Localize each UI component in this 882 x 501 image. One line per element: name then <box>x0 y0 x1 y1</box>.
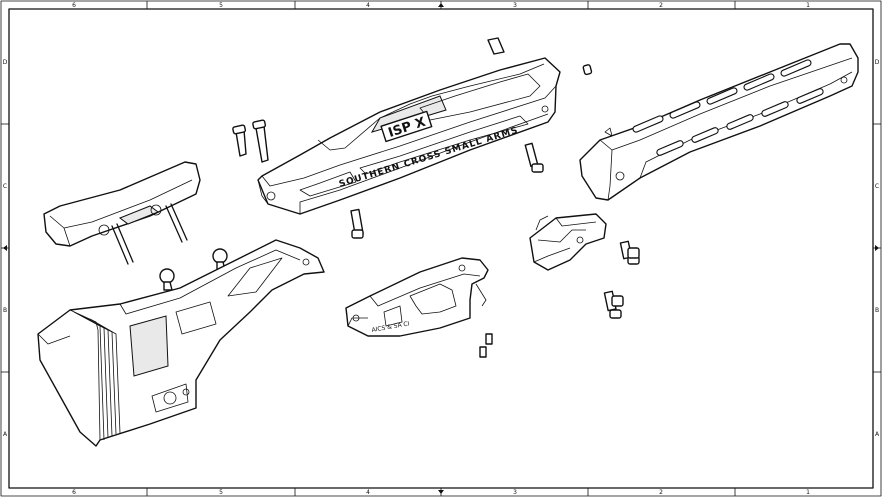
zone-label-bottom-6: 6 <box>72 489 76 496</box>
forend-rail-part <box>579 43 859 201</box>
zone-label-left-D: D <box>3 59 8 66</box>
zone-label-top-3: 3 <box>513 2 517 9</box>
small-pin-part <box>582 64 593 76</box>
zone-label-right-B: B <box>875 307 879 314</box>
zone-label-top-2: 2 <box>659 2 663 9</box>
zone-label-top-1: 1 <box>806 2 810 9</box>
zone-label-top-4: 4 <box>366 2 370 9</box>
trigger-guard-part: AICS & SA CI <box>345 257 489 337</box>
screw-center <box>350 208 364 239</box>
small-screws-bottom <box>479 333 493 358</box>
zone-label-bottom-2: 2 <box>659 489 663 496</box>
zone-label-top-5: 5 <box>219 2 223 9</box>
zone-label-top-6: 6 <box>72 2 76 9</box>
zone-label-bottom-4: 4 <box>366 489 370 496</box>
zone-label-left-C: C <box>3 183 7 190</box>
small-block-part <box>487 37 505 55</box>
zone-label-right-D: D <box>875 59 880 66</box>
cheek-rest-part <box>43 161 201 265</box>
zone-label-right-A: A <box>875 431 880 438</box>
zone-label-right-C: C <box>875 183 879 190</box>
knob-left <box>159 268 175 291</box>
zone-label-left-A: A <box>3 431 8 438</box>
screw-pair-right <box>603 240 640 319</box>
screw-pair-top <box>232 119 269 163</box>
zone-label-bottom-3: 3 <box>513 489 517 496</box>
zone-label-bottom-5: 5 <box>219 489 223 496</box>
mag-catch-part <box>529 213 607 271</box>
buttstock-part <box>37 239 325 447</box>
screw-right-upper <box>524 142 544 173</box>
chassis-part: SOUTHERN CROSS SMALL ARMS ISP X <box>257 57 561 215</box>
zone-label-bottom-1: 1 <box>806 489 810 496</box>
zone-label-left-B: B <box>3 307 7 314</box>
